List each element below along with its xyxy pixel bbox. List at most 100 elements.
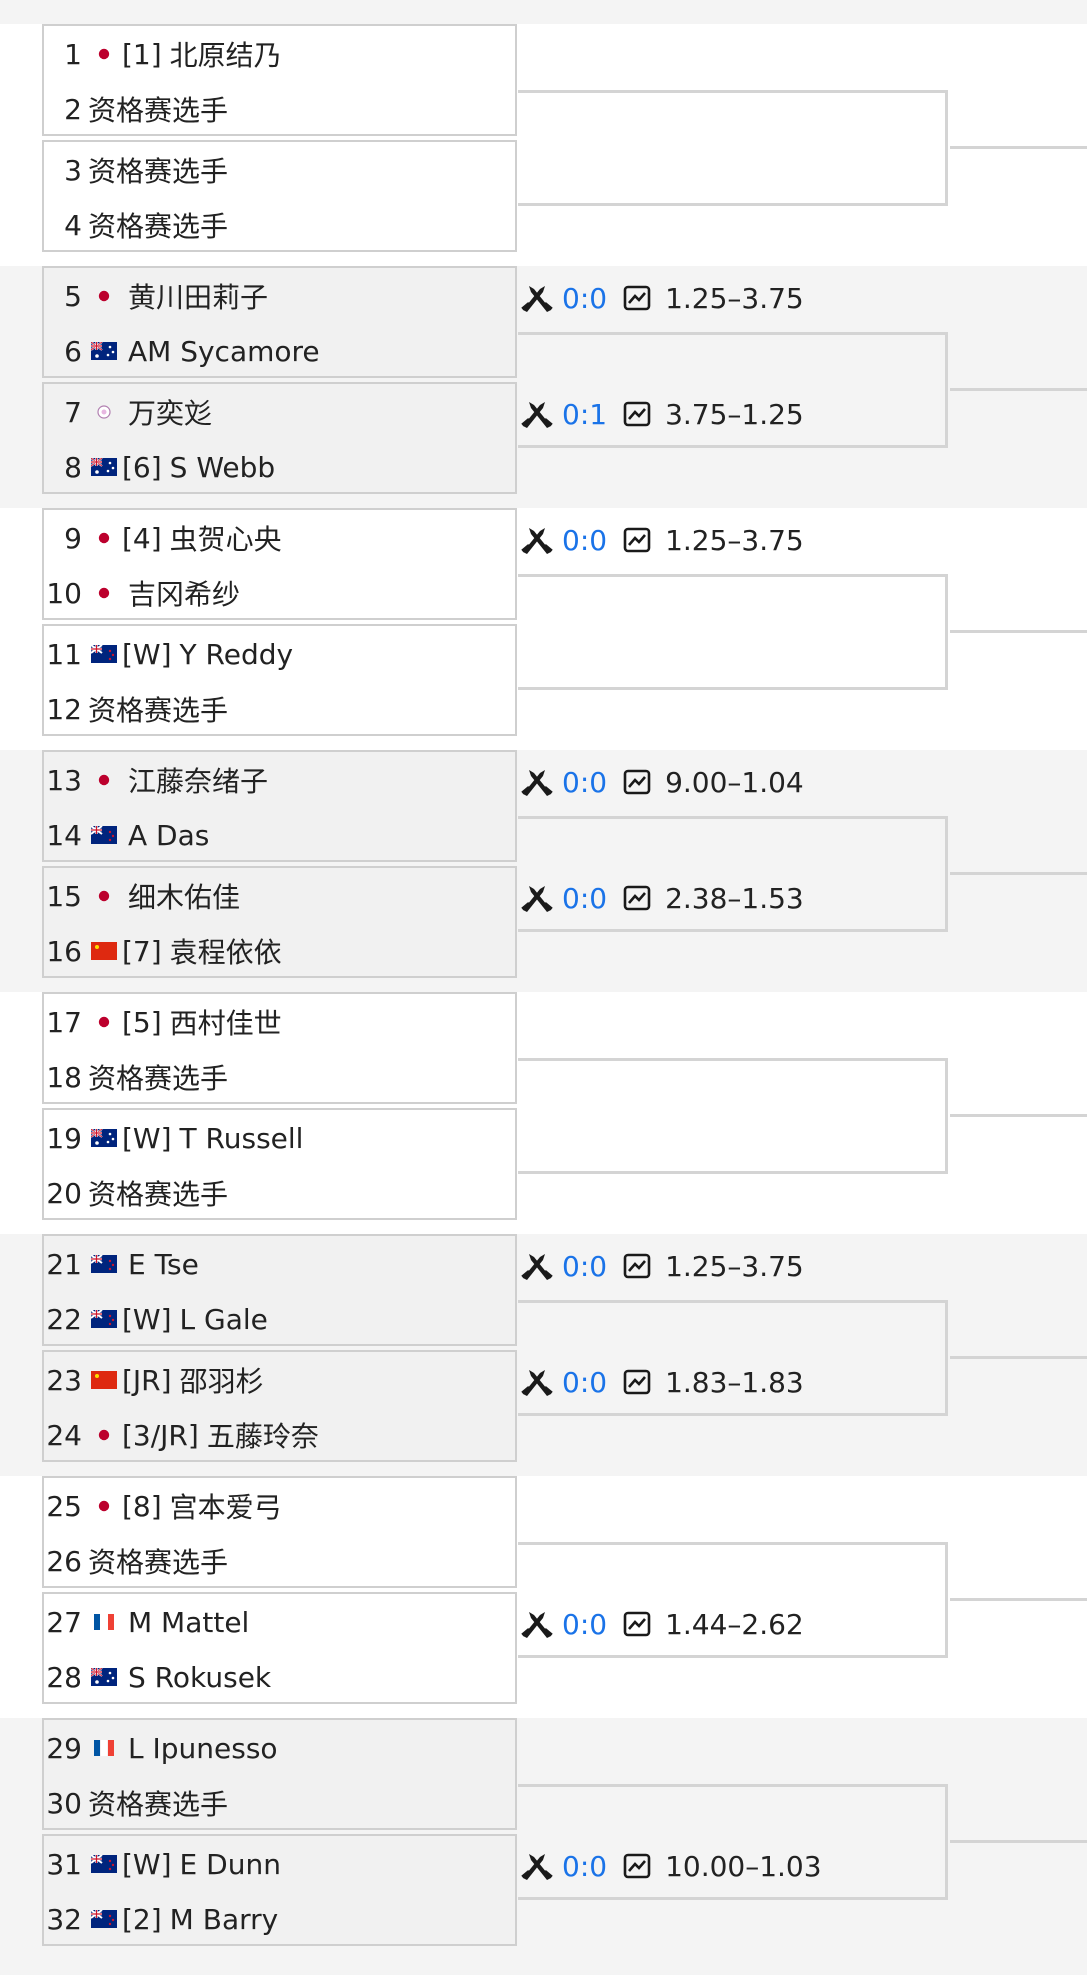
player-name[interactable]: E Dunn	[179, 1847, 281, 1881]
player-name[interactable]: M Mattel	[128, 1605, 250, 1639]
odds-chart-icon[interactable]	[623, 1610, 653, 1638]
head-to-head-score[interactable]: 0:0	[562, 523, 608, 557]
player-name[interactable]: 资格赛选手	[88, 155, 229, 188]
head-to-head-score[interactable]: 0:0	[562, 765, 608, 799]
player-row[interactable]: 19[W]T Russell	[44, 1110, 515, 1166]
crossed-swords-icon[interactable]	[520, 1367, 554, 1397]
player-name[interactable]: 资格赛选手	[88, 1546, 229, 1579]
odds-chart-icon[interactable]	[623, 1368, 653, 1396]
player-name[interactable]: S Webb	[169, 450, 276, 484]
crossed-swords-icon[interactable]	[520, 1251, 554, 1281]
player-name[interactable]: L Gale	[179, 1302, 268, 1336]
player-row[interactable]: 31[W]E Dunn	[44, 1836, 515, 1892]
crossed-swords-icon[interactable]	[520, 525, 554, 555]
player-name[interactable]: 资格赛选手	[88, 1788, 229, 1821]
crossed-swords-icon[interactable]	[520, 283, 554, 313]
player-row[interactable]: 8[6]S Webb	[44, 440, 515, 494]
player-row[interactable]: 1[1]北原结乃	[44, 26, 515, 82]
odds-chart-icon[interactable]	[623, 526, 653, 554]
odds-chart-icon[interactable]	[623, 400, 653, 428]
odds-chart-icon[interactable]	[623, 884, 653, 912]
player-name[interactable]: 西村佳世	[169, 1007, 282, 1040]
player-row[interactable]: 32[2]M Barry	[44, 1892, 515, 1946]
player-name[interactable]: S Rokusek	[128, 1660, 272, 1694]
player-name[interactable]: 吉冈希纱	[128, 578, 241, 611]
head-to-head-score[interactable]: 0:0	[562, 1607, 608, 1641]
player-name[interactable]: 资格赛选手	[88, 210, 229, 243]
crossed-swords-icon[interactable]	[520, 883, 554, 913]
crossed-swords-icon[interactable]	[520, 767, 554, 797]
player-name[interactable]: 北原结乃	[169, 39, 282, 72]
player-row[interactable]: 16[7]袁程依依	[44, 924, 515, 978]
player-name[interactable]: E Tse	[128, 1247, 199, 1281]
player-row[interactable]: 9[4]虫贺心央	[44, 510, 515, 566]
player-name[interactable]: Y Reddy	[179, 637, 294, 671]
head-to-head-score[interactable]: 0:0	[562, 1365, 608, 1399]
player-name[interactable]: 江藤奈绪子	[128, 765, 269, 798]
player-name[interactable]: 宫本爱弓	[169, 1491, 282, 1524]
odds-chart-icon[interactable]	[623, 1852, 653, 1880]
player-name[interactable]: 万奕彣	[128, 397, 213, 430]
odds-chart-icon[interactable]	[623, 284, 653, 312]
head-to-head-score[interactable]: 0:1	[562, 397, 608, 431]
player-row[interactable]: 17[5]西村佳世	[44, 994, 515, 1050]
crossed-swords-icon[interactable]	[520, 1609, 554, 1639]
player-name[interactable]: 虫贺心央	[169, 523, 282, 556]
odds-chart-icon[interactable]	[623, 1252, 653, 1280]
player-name[interactable]: 五藤玲奈	[206, 1420, 319, 1453]
player-name[interactable]: M Barry	[169, 1902, 279, 1936]
player-name[interactable]: L Ipunesso	[128, 1731, 278, 1765]
head-to-head-score[interactable]: 0:0	[562, 1849, 608, 1883]
crossed-swords-icon[interactable]	[520, 399, 554, 429]
player-name[interactable]: T Russell	[179, 1121, 304, 1155]
player-row[interactable]: 25[8]宫本爱弓	[44, 1478, 515, 1534]
player-name[interactable]: 袁程依依	[169, 936, 282, 969]
player-name[interactable]: A Das	[128, 818, 210, 852]
player-row[interactable]: 24[3/JR]五藤玲奈	[44, 1408, 515, 1462]
player-row[interactable]: 23[JR]邵羽杉	[44, 1352, 515, 1408]
player-name[interactable]: 资格赛选手	[88, 694, 229, 727]
player-name[interactable]: 资格赛选手	[88, 94, 229, 127]
odds-chart-icon[interactable]	[623, 768, 653, 796]
